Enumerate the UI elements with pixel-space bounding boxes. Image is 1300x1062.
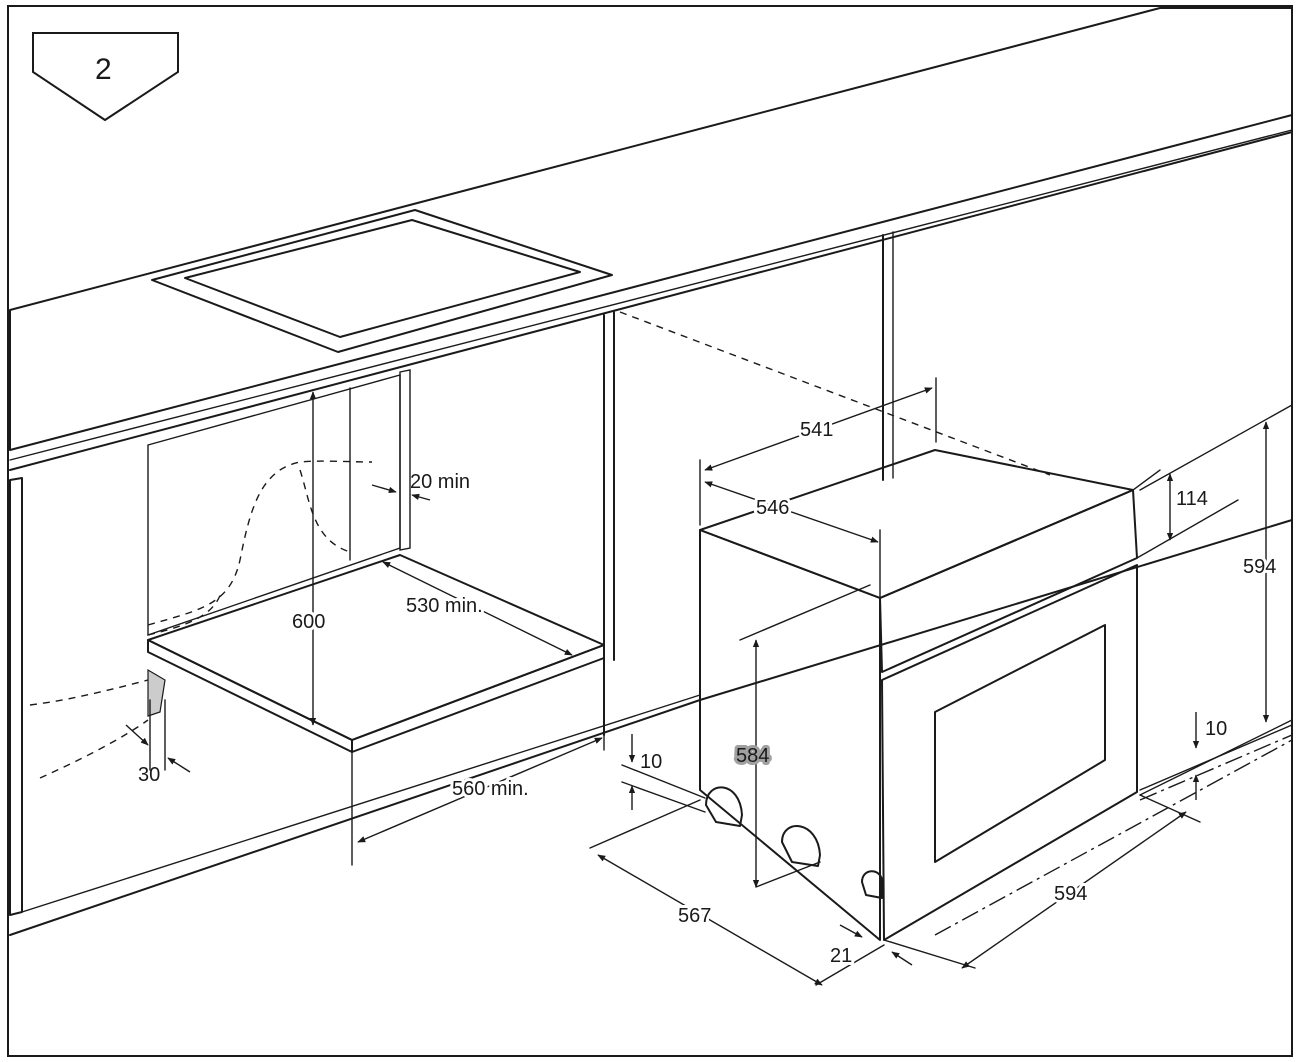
dim-567-label: 567 — [678, 905, 711, 927]
step-badge: 2 — [32, 32, 179, 122]
left-cabinet — [9, 231, 1293, 936]
dim-line-530 — [382, 561, 573, 656]
dim-560min-label: 560 min. — [452, 778, 529, 800]
niche-dimensions: 600 20 min 530 min. 560 min. 30 — [125, 391, 605, 866]
dim-114-label: 114 — [1176, 488, 1208, 510]
dim-30-label: 30 — [138, 764, 160, 786]
dim-584-label: 584 — [736, 745, 769, 767]
dim-10-right-label: 10 — [1205, 718, 1227, 740]
dim-line-560 — [357, 737, 603, 843]
figure-frame — [7, 5, 1293, 1057]
dim-21-label: 21 — [830, 945, 852, 967]
dim-541-label: 541 — [800, 419, 833, 441]
oven-window — [934, 624, 1106, 863]
dim-20min-label: 20 min — [410, 471, 470, 493]
dim-line-594-width — [961, 811, 1187, 969]
power-cable — [29, 460, 373, 779]
dim-line-567 — [597, 854, 823, 986]
oven-door — [881, 564, 1138, 941]
step-number: 2 — [95, 53, 112, 86]
dim-546-label: 546 — [756, 497, 789, 519]
dim-530min-label: 530 min. — [406, 595, 483, 617]
dim-line-541 — [704, 387, 933, 471]
dim-594-height-label: 594 — [1243, 556, 1276, 578]
oven-dimensions: 541 546 114 594 584 10 10 — [589, 377, 1293, 986]
dim-10-left-label: 10 — [640, 751, 662, 773]
dim-600-label: 600 — [292, 611, 325, 633]
countertop — [9, 7, 1293, 471]
hob-cutout — [151, 209, 613, 353]
dim-594-width-label: 594 — [1054, 883, 1087, 905]
dim-line-546 — [704, 481, 879, 543]
